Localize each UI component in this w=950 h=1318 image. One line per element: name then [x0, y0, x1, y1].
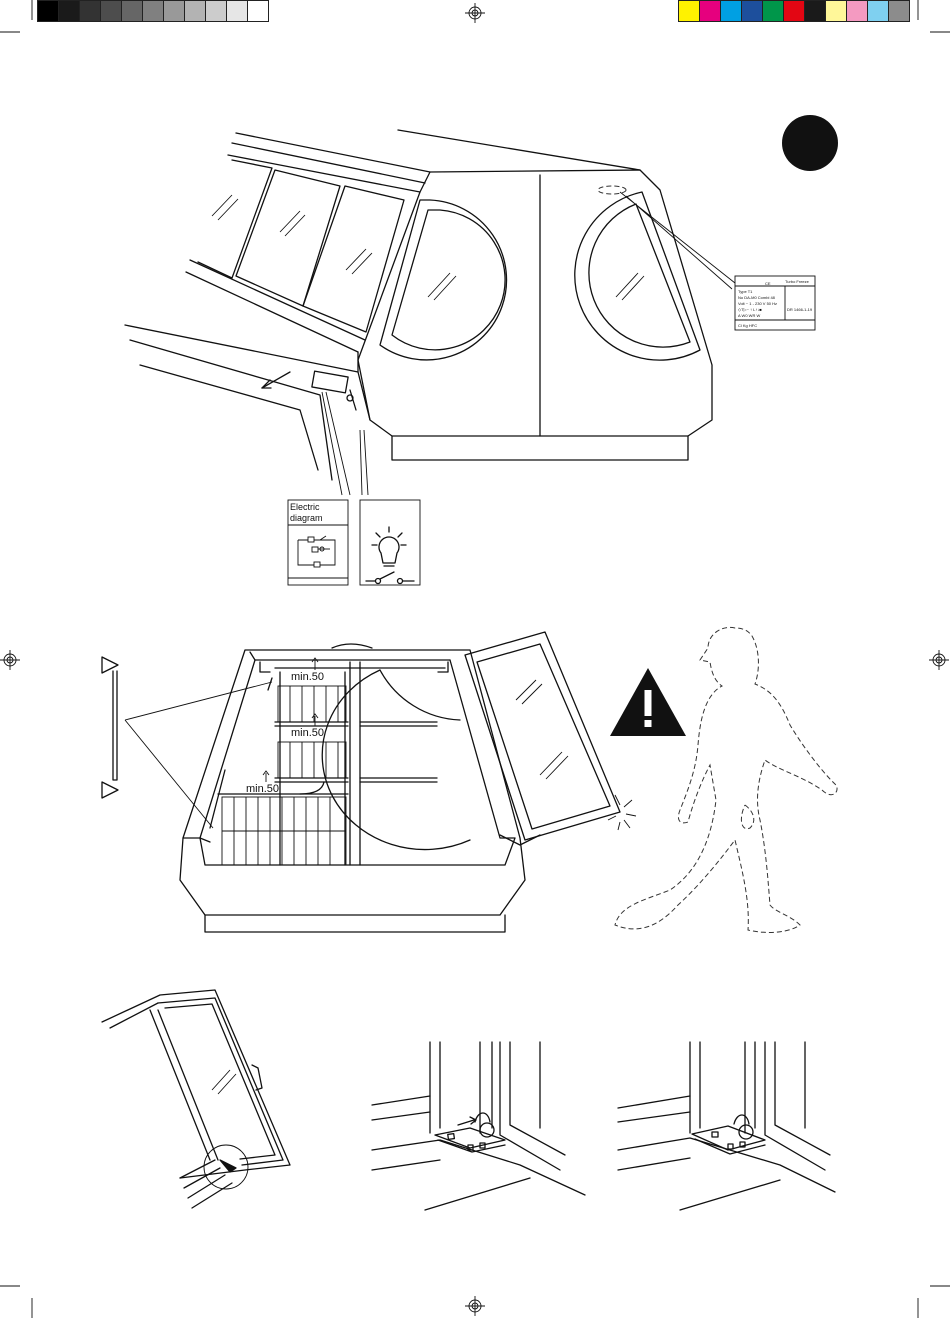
rating-plate-type: Type T1 — [738, 289, 753, 294]
rating-plate-temp: A W0 WR W — [738, 313, 760, 318]
rating-plate-volt: Volt ~ 1 - 230 V 50 Hz — [738, 301, 777, 306]
electric-diagram-label-line2: diagram — [290, 513, 332, 524]
rating-plate-brand: Turbo Freeze — [785, 279, 810, 284]
lamp-switch-box — [360, 500, 420, 585]
figure3-hinge-detail-open — [372, 1042, 585, 1210]
figure1-cabinet-exterior — [125, 130, 735, 495]
figure3-hinge-detail-closed — [618, 1042, 835, 1210]
rating-plate-cl: Cl Kg HFC — [738, 323, 757, 328]
warning-triangle-icon — [610, 668, 686, 736]
figure2-cabinet-section — [102, 632, 636, 932]
registration-mark-right — [929, 650, 949, 670]
min-clearance-label-middle: min.50 — [291, 727, 324, 739]
rating-plate-side: DR 1466-1-19 — [787, 307, 813, 312]
electric-diagram-label: Electric diagram — [290, 502, 332, 524]
section-marker-disc — [782, 115, 838, 171]
switch-icon — [366, 572, 414, 584]
rating-plate-mark: CE — [765, 281, 771, 286]
rating-plate-no: No DA-M0 Combi 48 — [738, 295, 776, 300]
registration-mark-left — [0, 650, 20, 670]
circuit-icon — [298, 536, 335, 567]
min-clearance-label-bottom: min.50 — [246, 783, 279, 795]
rating-plate-power: ◇T▷~ ↑ L↑↓■ — [738, 307, 762, 312]
figure3-door-open — [102, 990, 290, 1208]
min-clearance-label-top: min.50 — [291, 671, 324, 683]
light-bulb-icon — [372, 527, 406, 566]
registration-mark-bottom — [465, 1296, 485, 1316]
impact-burst-icon — [608, 795, 636, 830]
registration-mark-top — [465, 3, 485, 23]
rating-plate: CE Turbo Freeze Type T1 No DA-M0 Combi 4… — [735, 276, 815, 330]
side-profile-detail — [102, 657, 118, 798]
electric-diagram-label-line1: Electric — [290, 502, 332, 513]
product-stacks — [222, 686, 346, 865]
